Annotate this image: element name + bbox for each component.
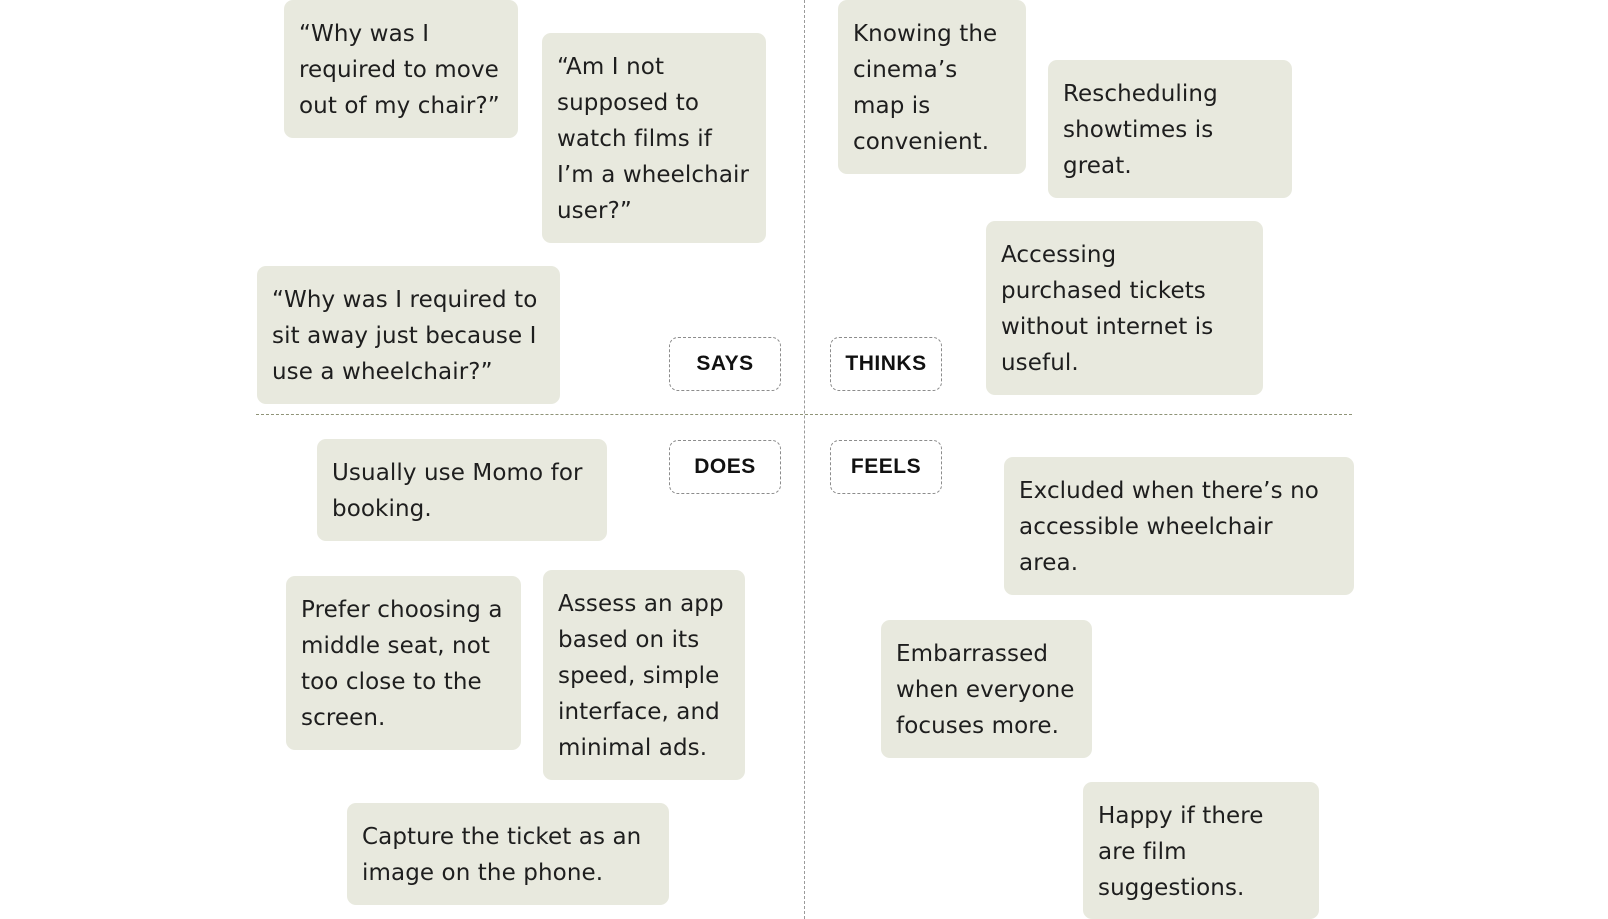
does-label: DOES [669, 440, 781, 494]
sticky-note[interactable]: “Why was I required to move out of my ch… [284, 0, 518, 138]
sticky-note[interactable]: “Why was I required to sit away just bec… [257, 266, 560, 404]
note-line: Assess an app [558, 591, 724, 617]
note-line: “Am I not [557, 54, 665, 80]
note-line: supposed to [557, 90, 700, 116]
sticky-note[interactable]: Capture the ticket as an image on the ph… [347, 803, 669, 905]
note-line: map is [853, 93, 931, 119]
sticky-note[interactable]: Prefer choosing a middle seat, not too c… [286, 576, 521, 750]
sticky-note[interactable]: Excluded when there’s no accessible whee… [1004, 457, 1354, 595]
vertical-divider [804, 0, 805, 919]
feels-label: FEELS [830, 440, 942, 494]
sticky-note[interactable]: Assess an app based on its speed, simple… [543, 570, 745, 780]
note-line: screen. [301, 705, 386, 731]
horizontal-divider [256, 414, 1352, 415]
note-line: Excluded when there’s no [1019, 478, 1319, 504]
note-line: “Why was I [299, 21, 430, 47]
note-line: Capture the ticket as an [362, 824, 642, 850]
note-line: Happy if there [1098, 803, 1264, 829]
note-line: minimal ads. [558, 735, 708, 761]
note-line: sit away just because I [272, 323, 537, 349]
note-line: purchased tickets [1001, 278, 1206, 304]
note-line: Usually use Momo for [332, 460, 583, 486]
note-line: user?” [557, 198, 632, 224]
sticky-note[interactable]: Usually use Momo for booking. [317, 439, 607, 541]
note-line: image on the phone. [362, 860, 604, 886]
note-line: speed, simple [558, 663, 720, 689]
note-line: without internet is [1001, 314, 1214, 340]
note-line: “Why was I required to [272, 287, 538, 313]
sticky-note[interactable]: “Am I not supposed to watch films if I’m… [542, 33, 766, 243]
note-line: out of my chair?” [299, 93, 500, 119]
note-line: use a wheelchair?” [272, 359, 493, 385]
note-line: great. [1063, 153, 1132, 179]
note-line: area. [1019, 550, 1079, 576]
note-line: showtimes is [1063, 117, 1214, 143]
note-line: Embarrassed [896, 641, 1049, 667]
note-line: Rescheduling [1063, 81, 1218, 107]
sticky-note[interactable]: Accessing purchased tickets without inte… [986, 221, 1263, 395]
note-line: based on its [558, 627, 700, 653]
note-line: Prefer choosing a [301, 597, 503, 623]
note-line: interface, and [558, 699, 720, 725]
sticky-note[interactable]: Embarrassed when everyone focuses more. [881, 620, 1092, 758]
note-line: focuses more. [896, 713, 1060, 739]
note-line: required to move [299, 57, 499, 83]
note-line: when everyone [896, 677, 1075, 703]
note-line: are film [1098, 839, 1187, 865]
sticky-note[interactable]: Knowing the cinema’s map is convenient. [838, 0, 1026, 174]
note-line: useful. [1001, 350, 1079, 376]
note-line: convenient. [853, 129, 990, 155]
sticky-note[interactable]: Rescheduling showtimes is great. [1048, 60, 1292, 198]
note-line: middle seat, not [301, 633, 490, 659]
note-line: cinema’s [853, 57, 958, 83]
note-line: I’m a wheelchair [557, 162, 750, 188]
says-label: SAYS [669, 337, 781, 391]
note-line: watch films if [557, 126, 712, 152]
sticky-note[interactable]: Happy if there are film suggestions. [1083, 782, 1319, 919]
note-line: booking. [332, 496, 432, 522]
note-line: accessible wheelchair [1019, 514, 1273, 540]
thinks-label: THINKS [830, 337, 942, 391]
note-line: suggestions. [1098, 875, 1245, 901]
note-line: Knowing the [853, 21, 998, 47]
note-line: too close to the [301, 669, 482, 695]
note-line: Accessing [1001, 242, 1117, 268]
